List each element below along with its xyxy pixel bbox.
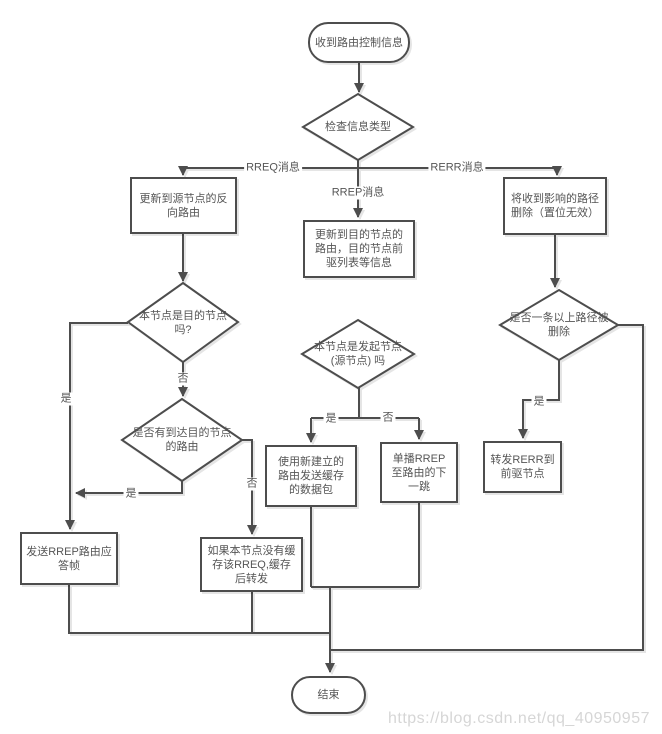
decision-check-message-type-label: 检查信息类型 — [325, 121, 391, 133]
decision-is-destination-label: 本节点是目的节点吗? — [139, 310, 227, 336]
edge-branch-rail — [183, 160, 557, 169]
edge-label-rrep: RREP消息 — [329, 186, 387, 200]
node-send-rrep-reply: 发送RREP路由应答帧 — [20, 532, 118, 585]
decision-is-source-node — [300, 318, 416, 390]
edge-hasroute-yes — [75, 481, 183, 498]
node-send-cached-packets: 使用新建立的路由发送缓存的数据包 — [265, 445, 357, 507]
decision-has-route-to-dest — [120, 397, 244, 483]
node-update-reverse-route: 更新到源节点的反向路由 — [130, 177, 237, 234]
edge-label-rerr: RERR消息 — [428, 161, 486, 175]
edge-label-yes-has-route: 是 — [123, 487, 139, 501]
edge-label-no-has-route: 否 — [244, 477, 260, 491]
edge-multi-no-return — [331, 324, 644, 651]
node-start: 收到路由控制信息 — [308, 22, 410, 63]
edge-label-yes-is-source: 是 — [323, 412, 339, 426]
edge-hasroute-no — [242, 439, 257, 535]
edge-label-no-is-source: 否 — [380, 411, 396, 425]
edge-isdest-yes — [65, 322, 128, 530]
decision-multiple-paths-deleted — [498, 288, 620, 362]
node-unicast-rrep: 单播RREP至路由的下一跳 — [380, 442, 458, 503]
edge-label-yes-multiple-paths: 是 — [531, 395, 547, 409]
decision-check-message-type — [301, 92, 415, 162]
edge-middle-merge — [310, 503, 420, 588]
node-cache-and-forward: 如果本节点没有缓存该RREQ,缓存后转发 — [200, 537, 303, 592]
decision-multiple-paths-label: 是否一条以上路径被删除 — [509, 312, 609, 338]
edge-sendrrep-down — [68, 585, 330, 634]
decision-is-source-label: 本节点是发起节点(源节点) 吗 — [314, 341, 402, 367]
node-forward-rerr: 转发RERR到前驱节点 — [483, 441, 562, 493]
edge-label-no-is-destination: 否 — [175, 372, 191, 386]
decision-is-destination — [126, 281, 240, 364]
edge-label-rreq: RREQ消息 — [244, 161, 302, 175]
node-delete-affected-paths: 将收到影响的路径删除（置位无效） — [503, 177, 607, 235]
decision-has-route-label: 是否有到达目的节点的路由 — [132, 427, 232, 453]
node-update-dest-route: 更新到目的节点的路由，目的节点前驱列表等信息 — [303, 220, 415, 278]
node-end: 结束 — [291, 676, 366, 714]
csdn-watermark: https://blog.csdn.net/qq_40950957 — [387, 710, 650, 727]
edge-label-yes-is-destination: 是 — [58, 392, 74, 406]
